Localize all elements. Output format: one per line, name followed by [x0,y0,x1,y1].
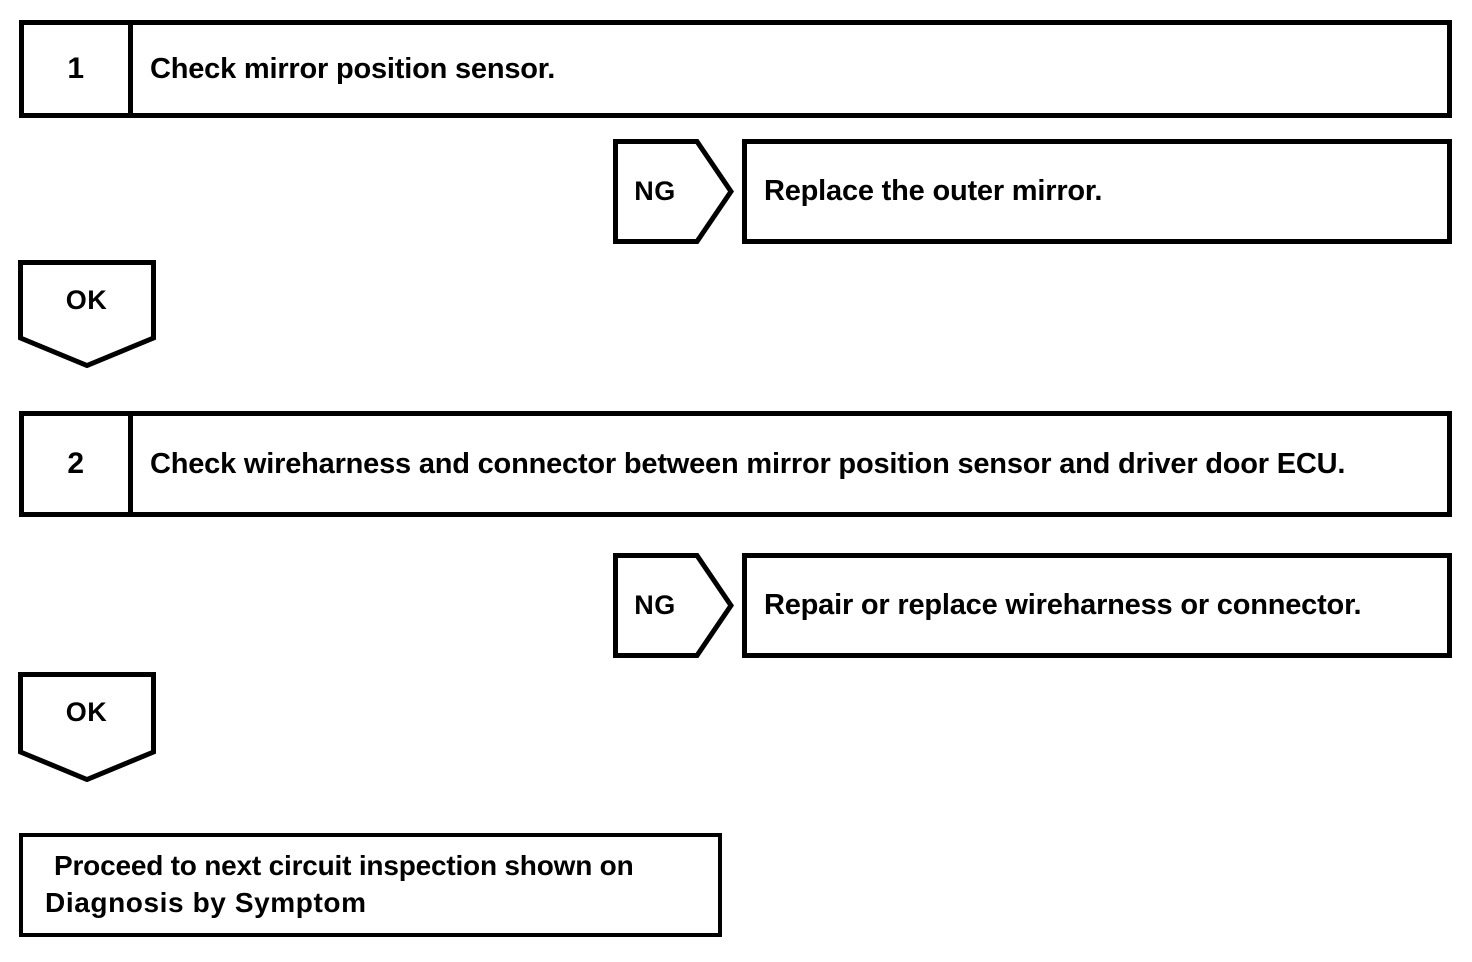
ng-arrow-2: NG [613,553,734,658]
terminal-text-line-1: Proceed to next circuit inspection shown… [54,850,634,882]
step-text-1: Check mirror position sensor. [150,52,556,85]
step-text-2: Check wireharness and connector between … [150,447,1346,480]
ng-arrow-1: NG [613,139,734,244]
branch-result-box-2: Repair or replace wireharness or connect… [742,553,1452,658]
step-box-1: 1 Check mirror position sensor. [19,20,1452,118]
step-number-1: 1 [24,25,133,113]
step-box-2: 2 Check wireharness and connector betwee… [19,411,1452,517]
ok-arrow-1: OK [18,260,156,368]
terminal-text-line-2: Diagnosis by Symptom [45,887,367,918]
branch-result-box-1: Replace the outer mirror. [742,139,1452,244]
terminal-box: Proceed to next circuit inspection shown… [19,833,722,937]
step-number-2: 2 [24,416,133,512]
ok-arrow-2: OK [18,672,156,782]
